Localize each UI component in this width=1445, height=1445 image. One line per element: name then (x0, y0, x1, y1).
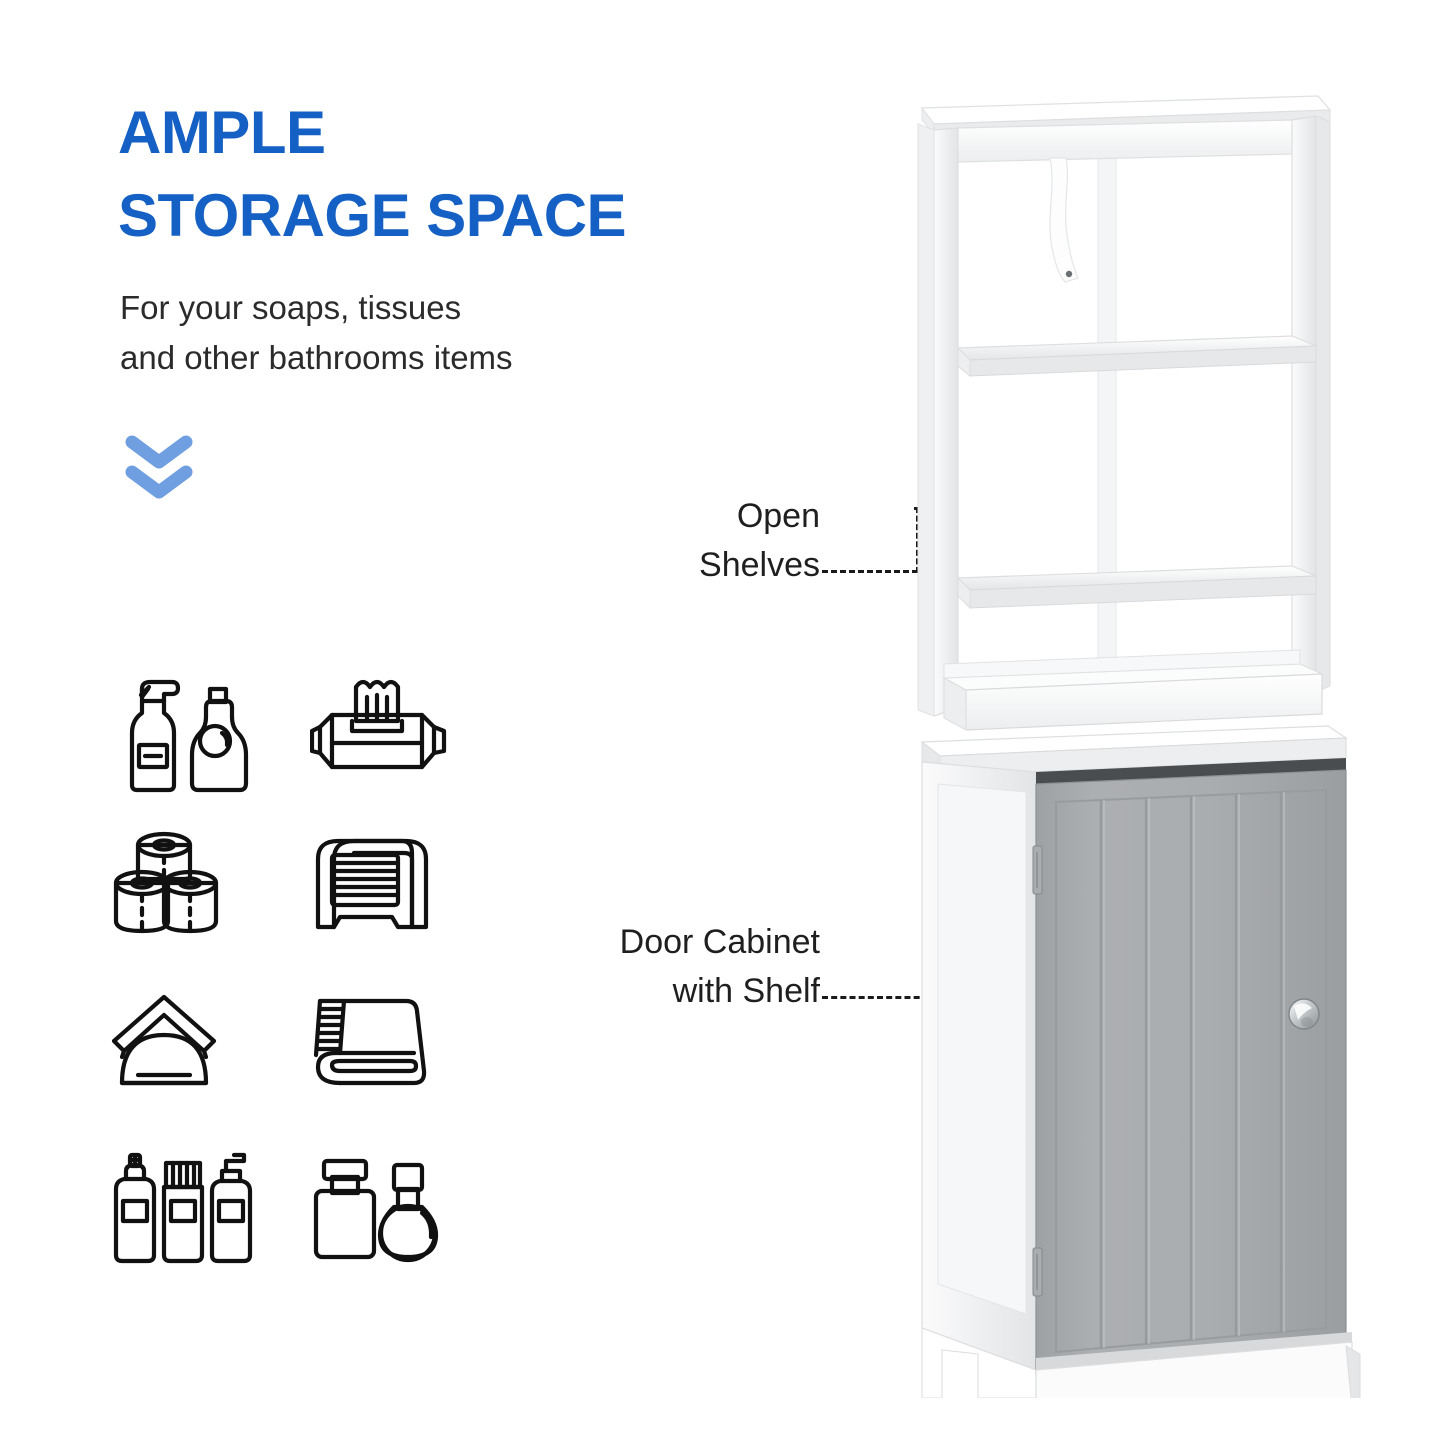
post-left-rear (917, 123, 935, 717)
door-hinge-bottom (1032, 1247, 1043, 1297)
post-right-front (1291, 115, 1317, 701)
perfume-bottles-icon (296, 1128, 498, 1288)
double-chevron-down-icon (122, 432, 212, 502)
callout-door-cabinet-line-2: with Shelf (672, 971, 820, 1010)
open-shelf-bottom (941, 649, 1323, 731)
post-left-front (933, 127, 959, 717)
folded-towel-icon (296, 968, 498, 1128)
icon-row (108, 808, 498, 968)
door-hinge-top (1032, 845, 1043, 895)
spray-bottle-and-detergent-icon (108, 648, 296, 808)
callout-open-shelves-line-1: Open (736, 497, 820, 535)
post-right-rear (1315, 115, 1331, 693)
open-shelf-upper (956, 335, 1317, 378)
toiletry-bottles-icon (108, 1128, 296, 1288)
post-middle-back (1097, 133, 1117, 699)
folded-napkins-icon (108, 968, 296, 1128)
icon-row (108, 648, 498, 808)
door-knob (1288, 998, 1320, 1030)
feature-icon-grid (108, 648, 498, 1288)
product-image-tall-bathroom-cabinet (860, 78, 1380, 1398)
callout-open-shelves: Open Shelves (530, 492, 820, 590)
hang-tag (1049, 157, 1079, 283)
icon-row (108, 968, 498, 1128)
headline-line-1: AMPLE (118, 99, 326, 166)
callout-door-cabinet: Door Cabinet with Shelf (460, 918, 820, 1016)
cabinet-left-side-panel (937, 783, 1027, 1315)
door-top-reveal (1036, 758, 1346, 784)
callout-open-shelves-line-2: Shelves (699, 545, 820, 584)
subtitle-line-1: For your soaps, tissues (120, 289, 462, 326)
plinth-base (1035, 1332, 1361, 1398)
tissue-box-icon (296, 648, 498, 808)
page-subtitle: For your soaps, tissues and other bathro… (120, 283, 740, 383)
toilet-paper-rolls-icon (108, 808, 296, 968)
door-beadboard-grooves (1099, 792, 1283, 1348)
top-rail (957, 119, 1293, 163)
open-shelf-middle (956, 565, 1317, 610)
subtitle-line-2: and other bathrooms items (120, 339, 513, 377)
headline-line-2: STORAGE SPACE (118, 181, 627, 249)
napkin-dispenser-icon (296, 808, 498, 968)
page-title: AMPLE STORAGE SPACE (118, 92, 818, 258)
icon-row (108, 1128, 498, 1288)
cabinet-door (1035, 769, 1347, 1375)
callout-door-cabinet-line-1: Door Cabinet (619, 923, 820, 961)
